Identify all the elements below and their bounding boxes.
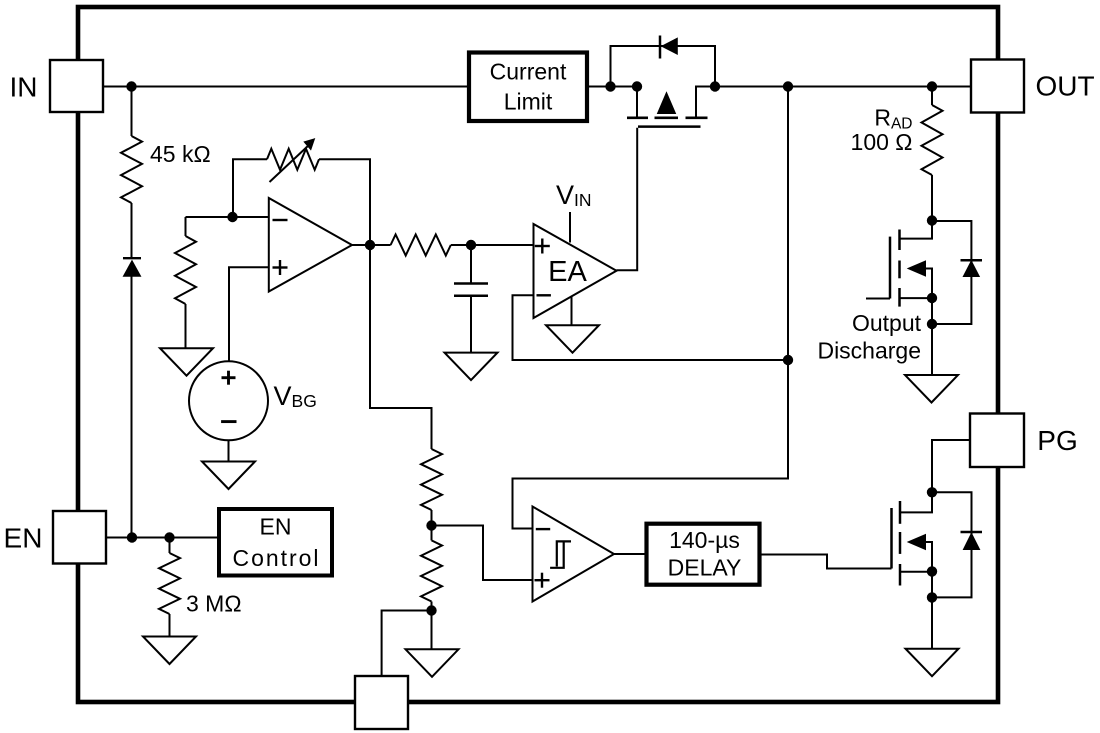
- svg-text:EA: EA: [548, 256, 587, 288]
- svg-text:Current: Current: [490, 59, 567, 85]
- svg-text:Discharge: Discharge: [817, 338, 921, 364]
- svg-text:45 kΩ: 45 kΩ: [150, 141, 211, 167]
- svg-text:3 MΩ: 3 MΩ: [186, 591, 242, 617]
- svg-text:OUT: OUT: [1035, 71, 1094, 102]
- svg-text:VBG: VBG: [274, 381, 317, 411]
- svg-text:140-µs: 140-µs: [669, 527, 740, 553]
- svg-text:EN: EN: [4, 523, 43, 554]
- svg-text:Control: Control: [233, 545, 319, 571]
- svg-text:EN: EN: [260, 514, 292, 540]
- svg-text:VIN: VIN: [556, 180, 592, 210]
- svg-text:DELAY: DELAY: [668, 555, 742, 581]
- svg-text:100 Ω: 100 Ω: [851, 129, 913, 155]
- svg-text:PG: PG: [1037, 425, 1077, 456]
- svg-text:Limit: Limit: [504, 89, 553, 115]
- svg-text:IN: IN: [10, 72, 38, 103]
- svg-text:Output: Output: [852, 310, 922, 336]
